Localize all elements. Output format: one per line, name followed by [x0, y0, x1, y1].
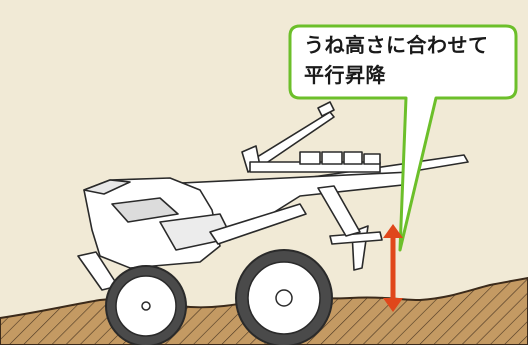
- rear-wheel: [235, 249, 333, 345]
- tine-bar: [329, 231, 383, 245]
- callout-frame: [288, 24, 518, 252]
- rear-hub: [275, 289, 293, 307]
- machine-icon: [77, 101, 469, 291]
- rack-box-4: [363, 153, 381, 165]
- tine-link: [317, 185, 361, 237]
- arrow-head-up: [383, 224, 403, 238]
- rear-linkage: [209, 203, 307, 245]
- front-wheel: [105, 265, 187, 345]
- front-hub: [141, 301, 151, 311]
- callout-line-2: 平行昇降: [304, 63, 386, 87]
- double-arrow-vertical-icon: [383, 224, 403, 312]
- rack-box-1: [299, 151, 321, 165]
- hood-panel: [111, 197, 179, 223]
- callout-bubble: [288, 24, 518, 252]
- rack-box-3: [343, 151, 363, 165]
- arrow-head-down: [383, 298, 403, 312]
- hood-top: [83, 179, 131, 195]
- callout-text: うね高さに合わせて 平行昇降: [304, 30, 514, 90]
- callout-line-1: うね高さに合わせて: [304, 33, 489, 57]
- handle-grip: [317, 101, 335, 117]
- rack-box-2: [321, 151, 343, 165]
